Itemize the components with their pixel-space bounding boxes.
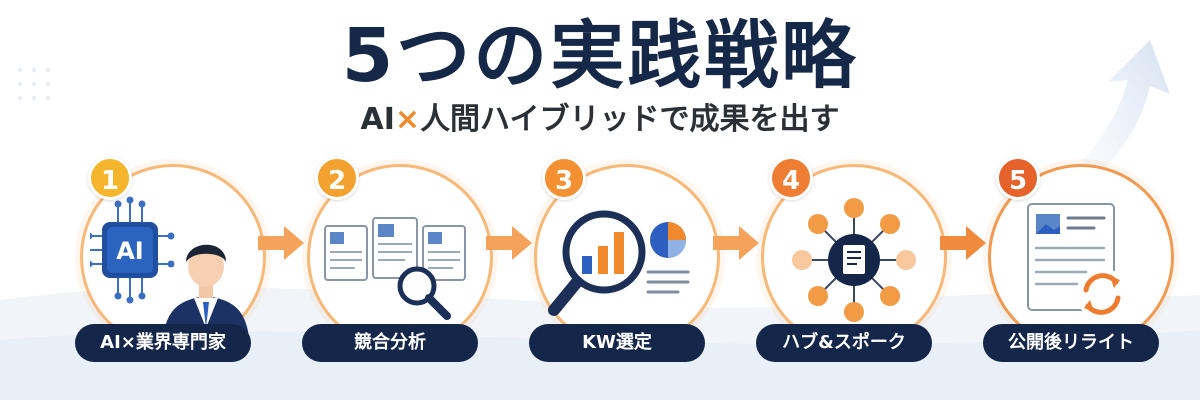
page-subtitle: AI×人間ハイブリッドで成果を出す <box>0 100 1200 140</box>
arrow-right-icon <box>258 226 304 260</box>
subtitle-times: × <box>394 102 421 137</box>
step-2: 2 競合分析 <box>295 150 507 365</box>
step-number-badge: 2 <box>315 156 359 200</box>
competitor-documents-magnifier-icon <box>324 217 466 320</box>
chip-label: AI <box>116 237 144 265</box>
hub-and-spoke-network-icon <box>792 198 916 322</box>
step-number-badge: 4 <box>769 156 813 200</box>
step-5: 5 公開後リライト <box>976 150 1188 365</box>
step-4: 4 ハブ&スポーク <box>749 150 961 365</box>
step-label: KW選定 <box>529 324 705 362</box>
step-number-badge: 3 <box>542 156 586 200</box>
step-number-badge: 1 <box>88 156 132 200</box>
subtitle-rest: 人間ハイブリッドで成果を出す <box>420 102 840 137</box>
arrow-right-icon <box>940 226 986 260</box>
step-1: AI 1 AI×業界専門家 <box>68 150 280 365</box>
step-3: 3 KW選定 <box>522 150 734 365</box>
step-label: 競合分析 <box>302 324 478 362</box>
keyword-analysis-magnifier-chart-icon <box>548 210 690 316</box>
dot-pattern <box>18 68 50 100</box>
step-label: ハブ&スポーク <box>756 324 932 362</box>
growth-arrow-shape <box>1060 40 1170 200</box>
step-label: 公開後リライト <box>983 324 1159 362</box>
step-label: AI×業界専門家 <box>75 324 251 362</box>
page-title: 5つの実践戦略 <box>341 13 859 99</box>
arrow-right-icon <box>486 226 532 260</box>
step-number-badge: 5 <box>996 156 1040 200</box>
arrow-right-icon <box>713 226 759 260</box>
subtitle-ai: AI <box>360 102 395 137</box>
rewrite-document-refresh-icon <box>1027 203 1128 320</box>
